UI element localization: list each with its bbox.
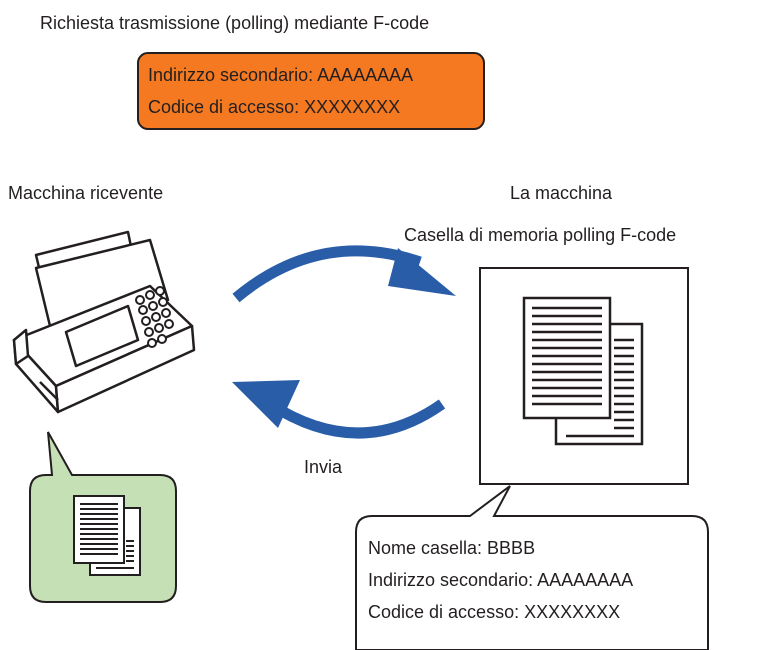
request-passcode: Codice di accesso: XXXXXXXX	[148, 97, 401, 117]
fax-keypad	[135, 286, 174, 348]
memory-box-label: Casella di memoria polling F-code	[404, 225, 677, 245]
request-box	[137, 52, 485, 130]
machine-label: La macchina	[510, 183, 613, 203]
receiver-label: Macchina ricevente	[8, 183, 164, 203]
request-subaddress: Indirizzo secondario: AAAAAAAA	[148, 65, 414, 85]
info-box-name: Nome casella: BBBB	[368, 538, 536, 558]
info-passcode: Codice di accesso: XXXXXXXX	[368, 602, 621, 622]
box-info-bubble	[355, 485, 709, 650]
received-documents-icon	[73, 495, 141, 576]
info-subaddress: Indirizzo secondario: AAAAAAAA	[368, 570, 634, 590]
send-label: Invia	[304, 457, 343, 477]
stored-documents-icon	[522, 296, 644, 446]
request-arrow	[232, 245, 456, 303]
send-arrow	[232, 380, 446, 439]
request-title: Richiesta trasmissione (polling) mediant…	[40, 13, 430, 33]
